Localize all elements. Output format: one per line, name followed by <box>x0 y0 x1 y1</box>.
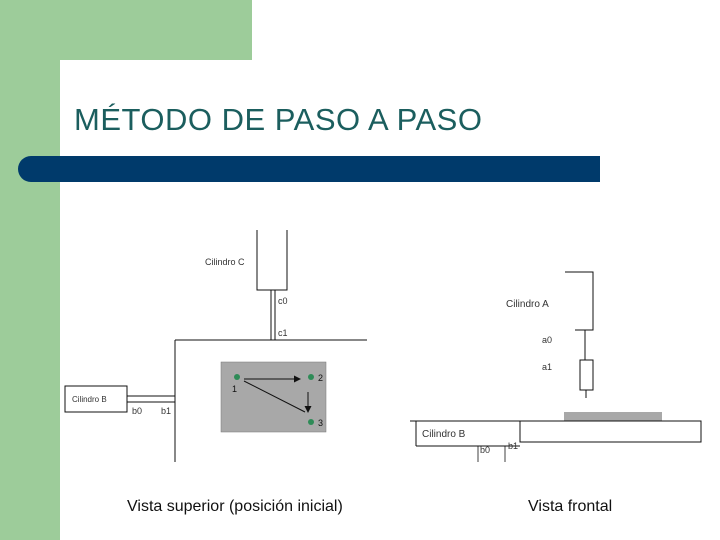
sensor-c0-label: c0 <box>278 296 288 306</box>
top-green-band <box>60 0 252 60</box>
cylinder-a-body <box>565 271 594 331</box>
path-1-to-3 <box>243 380 306 413</box>
front-view-diagram: Cilindro A a0 a1 Cilindro B b0 b1 <box>410 271 702 462</box>
left-green-band <box>0 0 60 540</box>
position-1-marker <box>234 374 240 380</box>
position-2-label: 2 <box>318 373 323 383</box>
slide-title: MÉTODO DE PASO A PASO <box>74 102 483 137</box>
front-view-caption: Vista frontal <box>528 498 613 515</box>
sensor-a1-label: a1 <box>542 362 552 372</box>
cylinder-c-label: Cilindro C <box>205 257 245 267</box>
position-3-marker <box>308 419 314 425</box>
table-front-view <box>519 420 702 443</box>
cylinder-b-body-top <box>64 385 128 413</box>
sensor-b1-label-front: b1 <box>508 441 518 451</box>
platform-front-view <box>564 412 662 421</box>
position-3-label: 3 <box>318 418 323 428</box>
sensor-b0-label-top: b0 <box>132 406 142 416</box>
cylinder-b-label-front: Cilindro B <box>422 429 466 440</box>
sensor-c1-label: c1 <box>278 328 288 338</box>
sensor-b1-label-top: b1 <box>161 406 171 416</box>
title-underline-bar <box>18 156 600 182</box>
position-1-label: 1 <box>232 384 237 394</box>
cylinder-a-piston <box>579 359 594 391</box>
cylinder-b-label-top: Cilindro B <box>72 395 107 404</box>
cylinder-c-body <box>256 230 288 291</box>
top-view-diagram: Cilindro C c0 c1 1 2 3 Cilindro B b0 b1 <box>64 230 367 462</box>
sensor-b0-label-front: b0 <box>480 445 490 455</box>
sensor-a0-label: a0 <box>542 335 552 345</box>
content-corner <box>60 60 120 120</box>
position-2-marker <box>308 374 314 380</box>
cylinder-a-label: Cilindro A <box>506 299 549 310</box>
top-view-caption: Vista superior (posición inicial) <box>127 498 343 515</box>
